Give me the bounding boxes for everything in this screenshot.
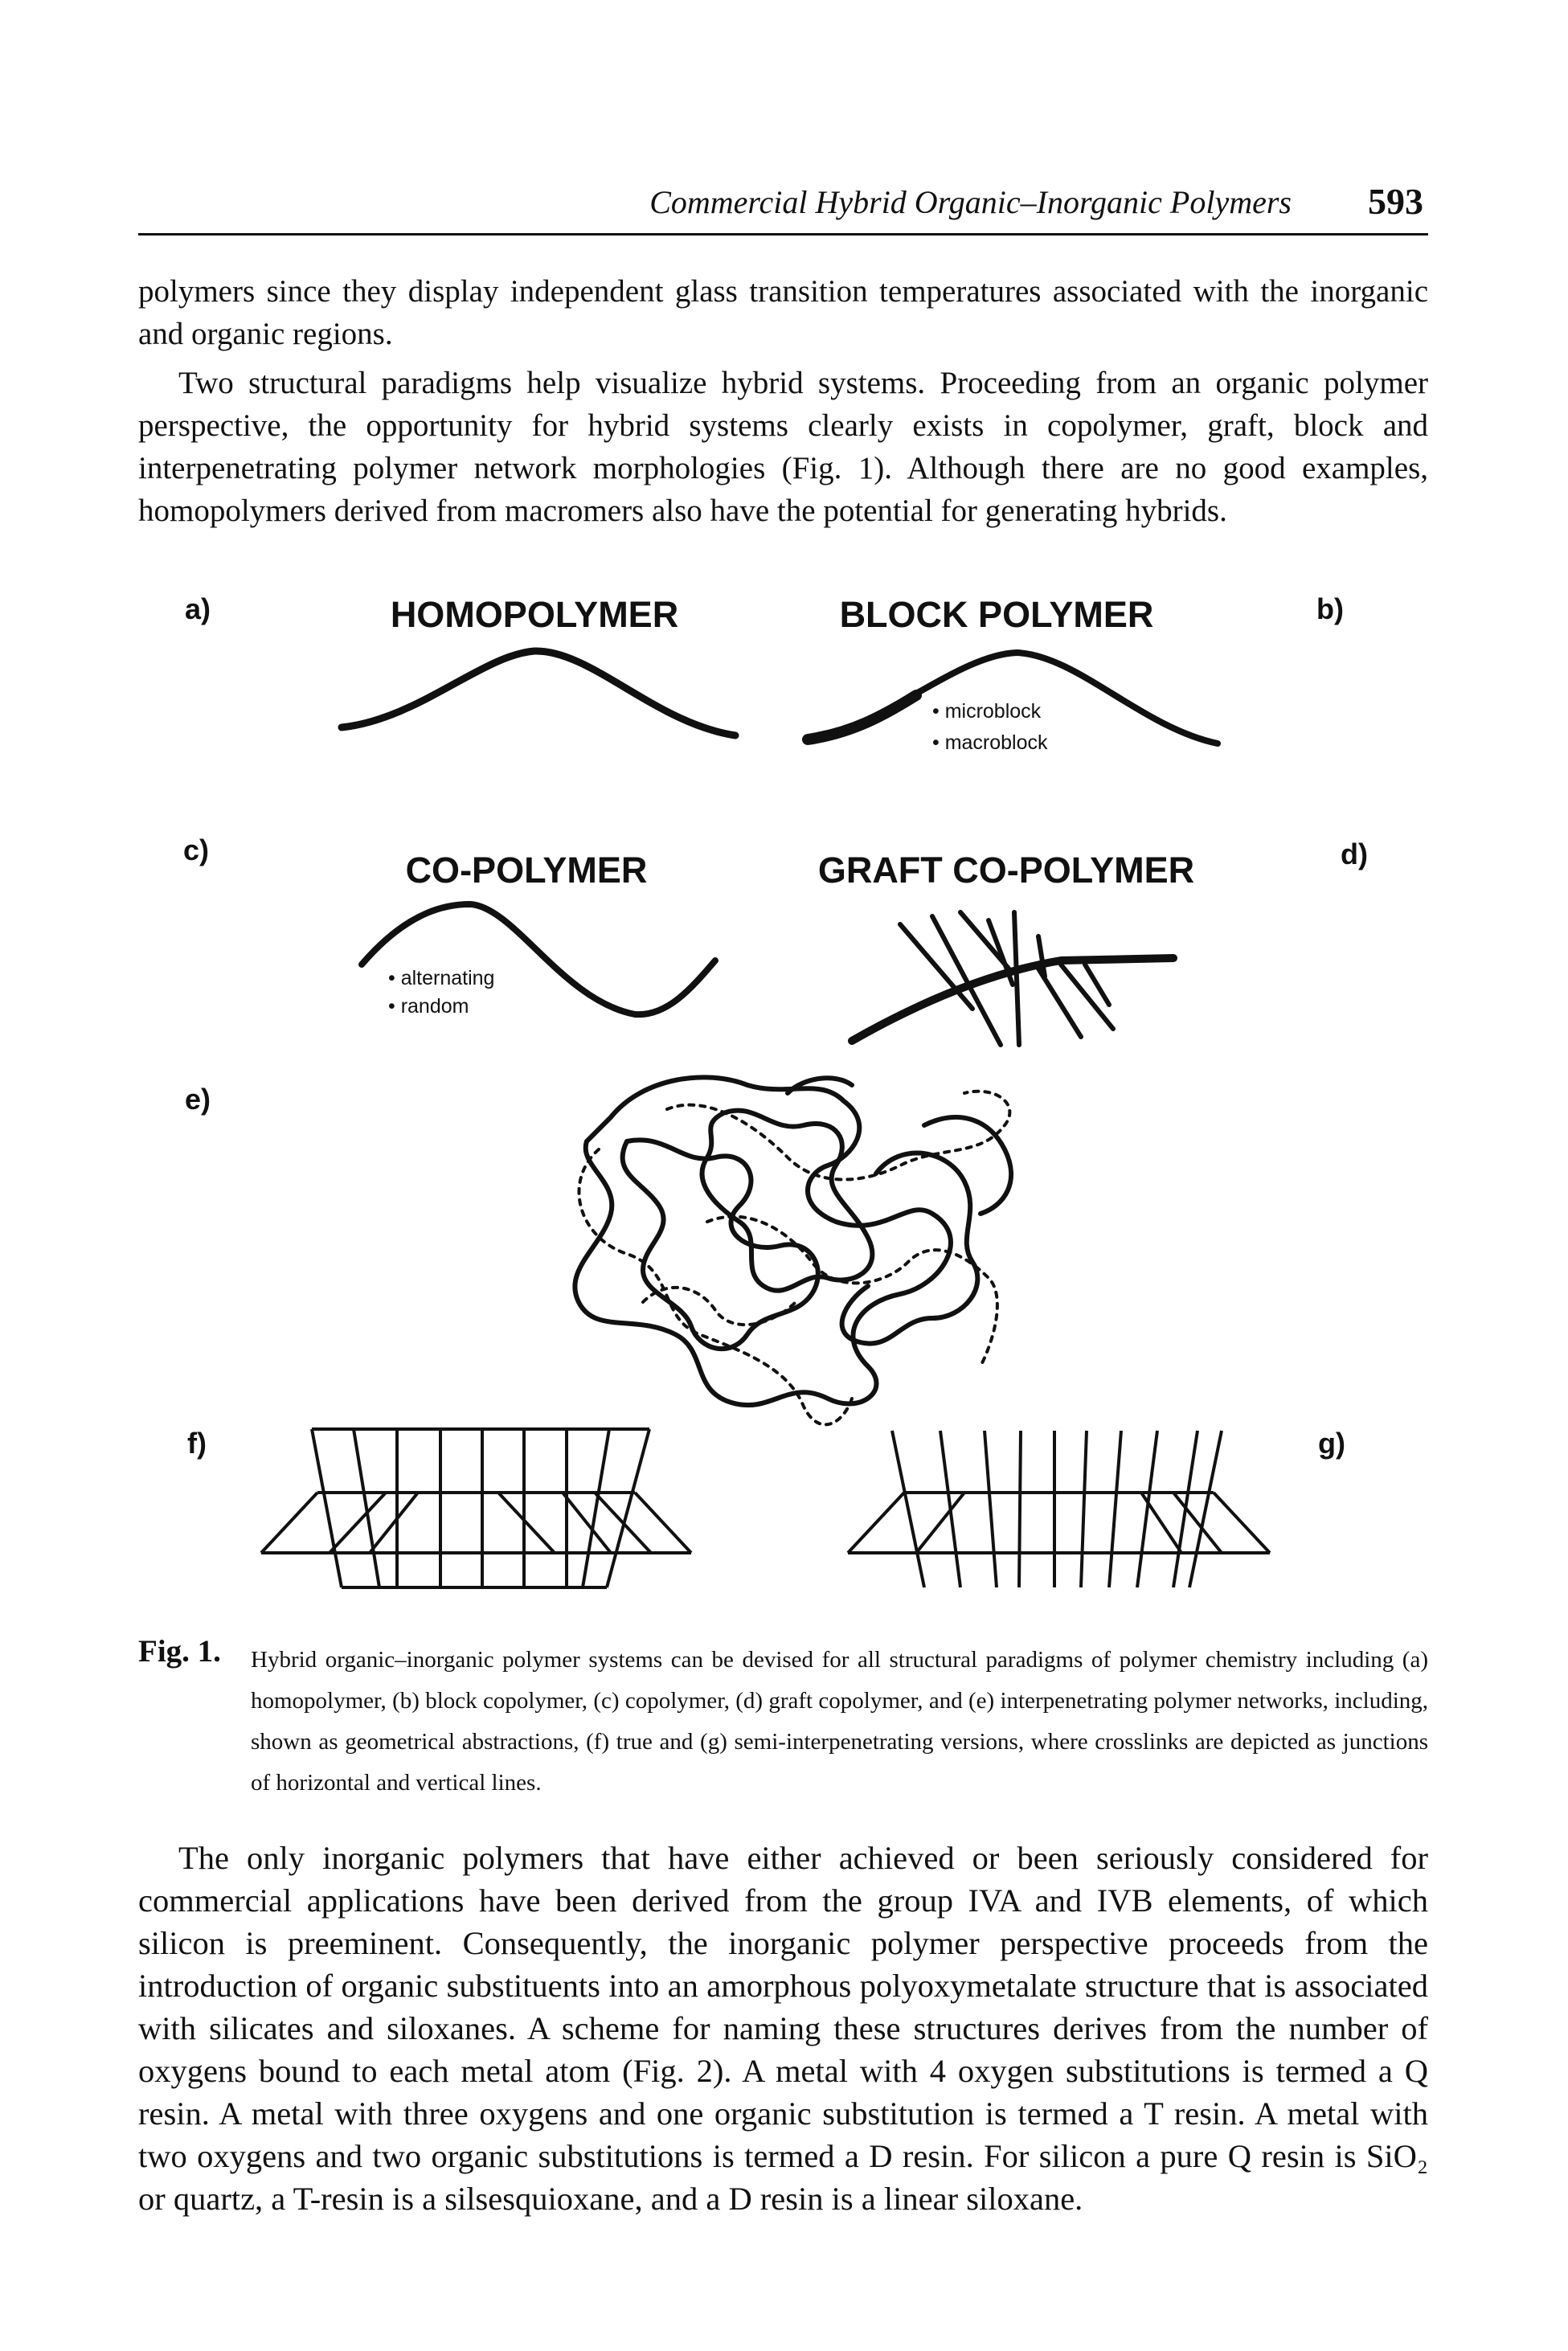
legend-alternating: • alternating bbox=[388, 967, 494, 989]
legend-macroblock: • macroblock bbox=[932, 731, 1048, 754]
body-paragraph-3: The only inorganic polymers that have ei… bbox=[138, 1840, 1428, 2217]
caption-label: Fig. 1. bbox=[138, 1634, 221, 1669]
graft-copolymer-drawing bbox=[848, 910, 1177, 1047]
caption-text: Hybrid organic–inorganic polymer systems… bbox=[251, 1647, 1428, 1796]
page-number: 593 bbox=[1368, 181, 1423, 222]
body-paragraph-2: Two structural paradigms help visualize … bbox=[138, 366, 1428, 528]
panel-b-title: BLOCK POLYMER bbox=[840, 594, 1154, 635]
panel-c-title: CO-POLYMER bbox=[406, 850, 648, 891]
body-paragraph-1: polymers since they display independent … bbox=[138, 274, 1428, 351]
legend-microblock: • microblock bbox=[932, 700, 1042, 723]
running-head: Commercial Hybrid Organic–Inorganic Poly… bbox=[138, 178, 1428, 236]
panel-a-title: HOMOPOLYMER bbox=[391, 594, 678, 635]
copolymer-chain bbox=[358, 900, 718, 1018]
homopolymer-chain bbox=[338, 647, 739, 739]
interpenetrating-network bbox=[572, 1075, 1014, 1427]
legend-random: • random bbox=[388, 995, 469, 1018]
panel-letter-a: a) bbox=[185, 592, 211, 625]
block-polymer-chain bbox=[804, 649, 1221, 747]
panel-letter-g: g) bbox=[1318, 1427, 1345, 1460]
figure-1: a) b) c) d) e) f) g) HOMOPOLYMER BLOCK P… bbox=[183, 592, 1368, 1589]
panel-letter-c: c) bbox=[183, 833, 209, 866]
semi-ipn-grid bbox=[846, 1430, 1271, 1588]
panel-letter-e: e) bbox=[185, 1083, 211, 1116]
panel-letter-b: b) bbox=[1316, 592, 1344, 625]
running-title: Commercial Hybrid Organic–Inorganic Poly… bbox=[649, 184, 1292, 220]
panel-letter-d: d) bbox=[1341, 838, 1368, 870]
panel-letter-f: f) bbox=[187, 1427, 207, 1460]
true-ipn-grid bbox=[260, 1427, 693, 1589]
panel-d-title: GRAFT CO-POLYMER bbox=[818, 850, 1194, 891]
block-polymer-segment bbox=[802, 690, 922, 745]
